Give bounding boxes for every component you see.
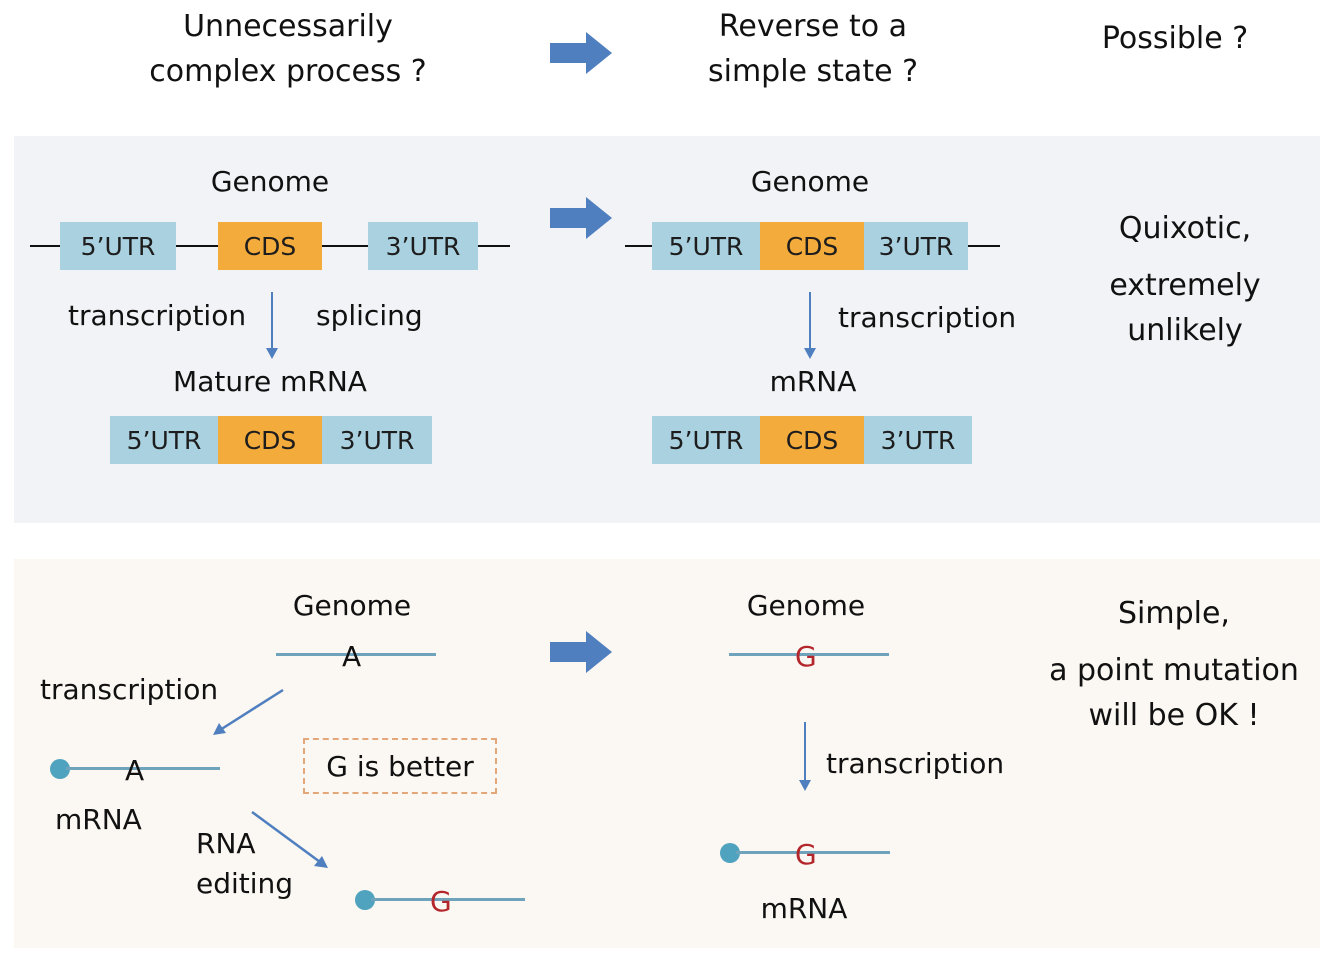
p2-left-mrna-base: A [125, 754, 145, 787]
p2-left-step-editing: editing [196, 867, 294, 900]
p1-left-down-arrow-icon [266, 292, 278, 359]
p1-left-product-label: Mature mRNA [173, 365, 367, 398]
p1-right-step-transcription: transcription [838, 301, 1017, 334]
p2-left-edited-cap [355, 890, 375, 910]
p2-right-mrna-cap [720, 843, 740, 863]
p2-right-genome-base: G [795, 640, 817, 673]
p1-arrow-icon [550, 197, 612, 239]
p1-right-mrna-3utr: 3’UTR [864, 416, 972, 464]
p2-arrow-icon [550, 631, 612, 673]
p2-left-step-transcription: transcription [40, 673, 219, 706]
p2-left-genome-label: Genome [292, 589, 412, 622]
header-right: Possible ? [1101, 21, 1249, 56]
p2-left-edited-base: G [430, 885, 452, 918]
p2-right-genome-strand [729, 653, 889, 656]
p2-right-mrna-strand [736, 851, 890, 854]
p2-right-mrna-label: mRNA [760, 892, 848, 925]
p1-left-genome-cds: CDS [218, 222, 322, 270]
p2-right-down-arrow-icon [799, 722, 811, 791]
p1-verdict-line2: extremely [1109, 268, 1261, 303]
p2-note-box: G is better [303, 738, 497, 794]
p1-left-genome-5utr: 5’UTR [60, 222, 176, 270]
p1-right-down-arrow-icon [804, 292, 816, 359]
p1-right-genome-cds: CDS [760, 222, 864, 270]
panel-rna-editing [14, 559, 1320, 948]
p1-right-genome-label: Genome [750, 165, 870, 198]
p1-left-step-splicing: splicing [316, 299, 423, 332]
p2-right-mrna-base: G [795, 838, 817, 871]
p1-right-product-label: mRNA [769, 365, 857, 398]
header-arrow-icon [550, 32, 612, 74]
p1-right-genome-5utr: 5’UTR [652, 222, 760, 270]
p1-left-mrna-cds: CDS [218, 416, 322, 464]
p2-left-mrna-cap [50, 759, 70, 779]
p2-left-editing-arrow-icon [251, 810, 328, 868]
p2-left-genome-strand [276, 653, 436, 656]
p2-left-edited-strand [371, 898, 525, 901]
p2-note-text: G is better [326, 749, 474, 783]
p1-left-genome-label: Genome [210, 165, 330, 198]
p2-verdict-line2: a point mutation [1049, 653, 1299, 688]
p1-left-mrna-3utr: 3’UTR [322, 416, 432, 464]
header-middle-line2: simple state ? [707, 54, 918, 89]
p1-verdict-line1: Quixotic, [1118, 211, 1252, 246]
p2-right-genome-label: Genome [746, 589, 866, 622]
p1-left-step-transcription: transcription [68, 299, 247, 332]
header-middle-line1: Reverse to a [718, 9, 908, 44]
p1-verdict-line3: unlikely [1127, 313, 1243, 348]
p1-right-genome-3utr: 3’UTR [864, 222, 968, 270]
header-left-line1: Unnecessarily [183, 9, 393, 44]
p2-left-transcription-arrow-icon [213, 688, 284, 735]
p2-left-genome-base: A [342, 640, 362, 673]
p2-left-mrna-label: mRNA [55, 803, 142, 836]
p2-verdict-line1: Simple, [1118, 596, 1230, 631]
p1-left-genome-3utr: 3’UTR [368, 222, 478, 270]
p2-left-step-rna: RNA [196, 827, 256, 860]
p1-right-mrna-cds: CDS [760, 416, 864, 464]
p1-left-mrna-5utr: 5’UTR [110, 416, 218, 464]
p2-verdict-line3: will be OK ! [1088, 698, 1260, 733]
header-left-line2: complex process ? [149, 54, 427, 89]
p2-left-mrna-strand [66, 767, 220, 770]
p1-right-mrna-5utr: 5’UTR [652, 416, 760, 464]
p2-right-step-transcription: transcription [826, 747, 1005, 780]
